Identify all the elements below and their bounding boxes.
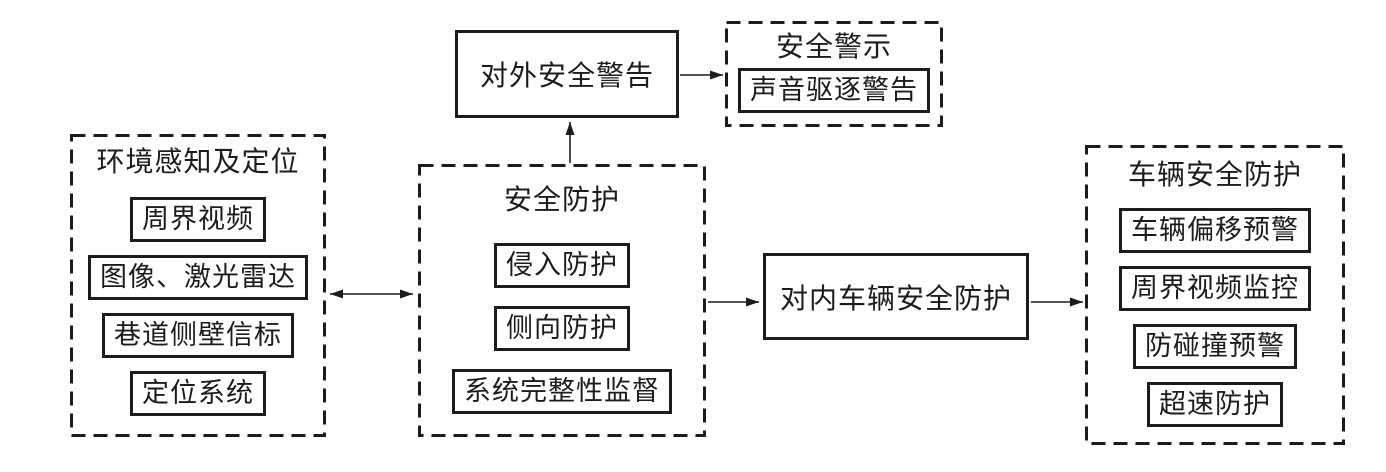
item-image-lidar: 图像、激光雷达 xyxy=(88,255,308,300)
box-external-safety-warning: 对外安全警告 xyxy=(455,30,679,118)
group-environment-items: 周界视频 图像、激光雷达 巷道侧壁信标 定位系统 xyxy=(88,197,308,416)
group-safety-title: 安全防护 xyxy=(503,185,620,216)
item-intrusion-protection: 侵入防护 xyxy=(494,243,630,288)
item-perimeter-video: 周界视频 xyxy=(130,197,266,242)
alert-group-border xyxy=(725,21,943,127)
item-system-integrity-supervision: 系统完整性监督 xyxy=(452,369,672,414)
group-safety-alert: 安全警示 声音驱逐警告 xyxy=(725,21,943,127)
vehicle-group-border xyxy=(1085,145,1345,445)
item-lateral-protection: 侧向防护 xyxy=(494,306,630,351)
safety-group-border xyxy=(418,164,706,437)
item-positioning-system: 定位系统 xyxy=(130,371,266,416)
item-overspeed-protection: 超速防护 xyxy=(1147,382,1283,427)
group-alert-items: 声音驱逐警告 xyxy=(738,68,930,113)
item-anti-collision-warning: 防碰撞预警 xyxy=(1133,324,1297,369)
group-vehicle-title: 车辆安全防护 xyxy=(1127,160,1302,191)
item-vehicle-deviation-warning: 车辆偏移预警 xyxy=(1119,208,1311,253)
group-alert-title: 安全警示 xyxy=(775,32,892,63)
group-environment-perception: 环境感知及定位 周界视频 图像、激光雷达 巷道侧壁信标 定位系统 xyxy=(70,134,326,437)
item-roadway-sidewall-beacon: 巷道侧壁信标 xyxy=(102,313,294,358)
group-vehicle-items: 车辆偏移预警 周界视频监控 防碰撞预警 超速防护 xyxy=(1119,208,1311,427)
item-sound-expulsion-warning: 声音驱逐警告 xyxy=(738,68,930,113)
group-vehicle-safety-protection: 车辆安全防护 车辆偏移预警 周界视频监控 防碰撞预警 超速防护 xyxy=(1085,145,1345,445)
group-environment-title: 环境感知及定位 xyxy=(96,147,300,178)
item-perimeter-video-monitoring: 周界视频监控 xyxy=(1119,266,1311,311)
group-safety-protection: 安全防护 侵入防护 侧向防护 系统完整性监督 xyxy=(418,164,706,437)
env-group-border xyxy=(70,134,326,437)
box-internal-vehicle-safety-protection: 对内车辆安全防护 xyxy=(763,253,1029,340)
group-safety-items: 侵入防护 侧向防护 系统完整性监督 xyxy=(452,243,672,414)
